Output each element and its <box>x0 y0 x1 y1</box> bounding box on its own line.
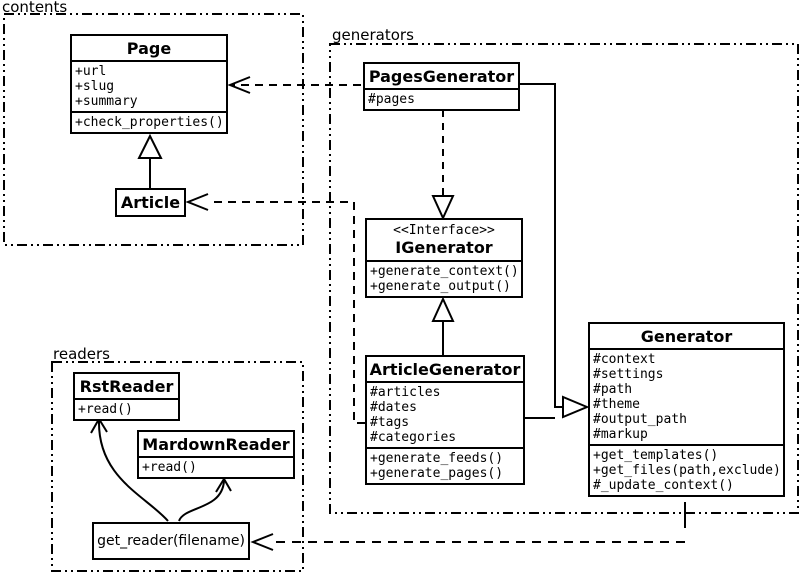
class-page-attributes: +url +slug +summary <box>72 60 226 111</box>
class-page-title: Page <box>126 39 172 58</box>
class-page[interactable]: Page +url +slug +summary +check_properti… <box>70 34 228 134</box>
attribute: +url <box>75 64 107 79</box>
attribute: #categories <box>370 430 457 445</box>
class-rstreader[interactable]: RstReader +read() <box>73 372 180 421</box>
attribute: #pages <box>368 92 415 107</box>
inheritance-articlegenerator-to-igenerator <box>431 296 455 355</box>
class-articlegenerator-attributes: #articles #dates #tags #categories <box>367 381 523 447</box>
interface-stereotype: <<Interface>> <box>393 223 495 238</box>
interface-igenerator[interactable]: <<Interface>> IGenerator +generate_conte… <box>365 218 523 298</box>
method: #_update_context() <box>593 478 734 493</box>
method: +read() <box>142 460 197 475</box>
function-get-reader[interactable]: get_reader(filename) <box>92 522 250 560</box>
method: +generate_feeds() <box>370 451 504 466</box>
inheritance-article-to-page <box>137 133 163 188</box>
attribute: #articles <box>370 385 441 400</box>
class-articlegenerator-methods: +generate_feeds() +generate_pages() <box>367 447 523 483</box>
interface-igenerator-title: IGenerator <box>395 238 493 257</box>
method: +get_templates() <box>593 448 719 463</box>
class-generator-attributes: #context #settings #path #theme #output_… <box>590 348 783 444</box>
function-get-reader-label: get_reader(filename) <box>97 533 245 549</box>
class-mardownreader-methods: +read() <box>139 456 293 477</box>
dependency-generator-to-getreader <box>250 502 686 551</box>
class-article[interactable]: Article <box>115 188 186 217</box>
class-page-methods: +check_properties() <box>72 111 226 132</box>
attribute: #theme <box>593 397 640 412</box>
class-generator-methods: +get_templates() +get_files(path,exclude… <box>590 444 783 495</box>
dependency-articlegenerator-to-article <box>185 193 365 424</box>
package-generators-border <box>329 43 799 514</box>
class-rstreader-methods: +read() <box>75 398 178 419</box>
method: +generate_context() <box>370 264 519 279</box>
class-pagesgenerator[interactable]: PagesGenerator #pages <box>363 62 520 111</box>
class-articlegenerator[interactable]: ArticleGenerator #articles #dates #tags … <box>365 355 525 485</box>
realization-pagesgenerator-to-igenerator <box>431 110 455 221</box>
method: +generate_output() <box>370 279 511 294</box>
method: +generate_pages() <box>370 466 504 481</box>
class-articlegenerator-title: ArticleGenerator <box>369 360 521 379</box>
class-pagesgenerator-attributes: #pages <box>365 88 518 109</box>
class-article-title: Article <box>120 193 181 212</box>
inheritance-generators-to-generator <box>520 83 590 419</box>
attribute: +slug <box>75 79 115 94</box>
package-label-readers: readers <box>53 345 110 363</box>
attribute: #dates <box>370 400 417 415</box>
class-mardownreader-title: MardownReader <box>142 435 290 454</box>
package-label-generators: generators <box>332 26 414 44</box>
method: +get_files(path,exclude) <box>593 463 781 478</box>
class-pagesgenerator-title: PagesGenerator <box>368 67 515 86</box>
method: +check_properties() <box>75 115 224 130</box>
interface-igenerator-methods: +generate_context() +generate_output() <box>367 260 521 296</box>
class-rstreader-title: RstReader <box>79 377 174 396</box>
attribute: #output_path <box>593 412 687 427</box>
package-label-contents: contents <box>2 0 68 16</box>
attribute: #path <box>593 382 633 397</box>
method: +read() <box>78 402 133 417</box>
package-readers-border <box>51 361 304 572</box>
attribute: #context <box>593 352 656 367</box>
attribute: #tags <box>370 415 410 430</box>
class-generator[interactable]: Generator #context #settings #path #them… <box>588 322 785 497</box>
arrow-getreader-to-mardownreader <box>178 477 232 522</box>
class-generator-title: Generator <box>640 327 733 346</box>
package-contents-border <box>3 13 304 246</box>
class-mardownreader[interactable]: MardownReader +read() <box>137 430 295 479</box>
dependency-pagesgenerator-to-page <box>227 76 361 94</box>
attribute: #settings <box>593 367 664 382</box>
attribute: #markup <box>593 427 648 442</box>
attribute: +summary <box>75 94 138 109</box>
